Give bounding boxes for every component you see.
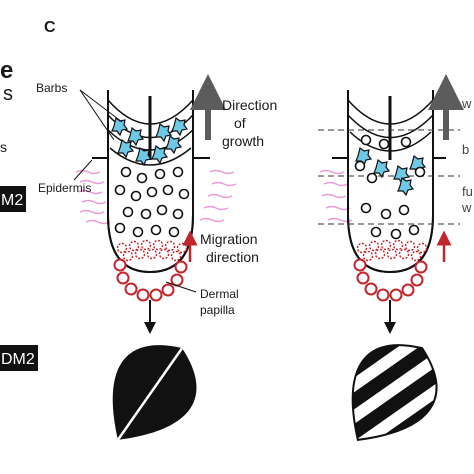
dermal-papilla-line-2: papilla xyxy=(200,303,235,317)
dermal-papilla-right xyxy=(353,258,428,302)
keratinocytes-left xyxy=(114,166,190,238)
left-follicle xyxy=(75,90,237,441)
barb-cells-left xyxy=(111,116,189,167)
migration-direction-line-1: Migration xyxy=(200,231,258,247)
right-fragment-w1: w xyxy=(461,96,472,111)
barbs-leader-2 xyxy=(79,89,115,141)
direction-of-growth-line-1: Direction xyxy=(222,97,277,113)
left-label-box-top-text: M2 xyxy=(1,192,23,209)
migrating-cells-left xyxy=(116,239,188,262)
migration-direction-line-2: direction xyxy=(206,249,259,265)
direction-of-growth-line-3: growth xyxy=(222,133,264,149)
right-fragment-b: b xyxy=(462,142,469,157)
left-fragment-s2: s xyxy=(0,139,7,155)
barbs-label: Barbs xyxy=(36,81,67,95)
dermal-papilla-left xyxy=(113,258,188,302)
epidermis-leader xyxy=(73,159,93,181)
left-label-box-bottom-text: DM2 xyxy=(1,351,35,368)
dermal-papilla-leader xyxy=(165,281,197,293)
barbs-leader-1 xyxy=(79,89,123,123)
panel-label: C xyxy=(44,19,56,36)
right-follicle xyxy=(318,90,460,464)
migrating-cells-right xyxy=(356,239,428,262)
left-fragment-e: e xyxy=(0,57,13,84)
follicle-wall-right xyxy=(347,90,434,274)
zone-dividers xyxy=(318,129,460,225)
left-fragment-s1: s xyxy=(3,83,13,105)
keratinocytes-right xyxy=(354,134,426,240)
left-label-box-top xyxy=(0,186,26,212)
dermal-papilla-line-1: Dermal xyxy=(200,287,239,301)
right-fragment-fu: fu xyxy=(462,184,473,199)
right-fragment-w2: w xyxy=(461,200,472,215)
direction-of-growth-line-2: of xyxy=(234,115,246,131)
epidermis-label: Epidermis xyxy=(38,181,91,195)
epidermis-texture-left xyxy=(75,169,237,225)
left-label-box-bottom xyxy=(0,345,38,371)
feather-striped xyxy=(324,324,456,464)
